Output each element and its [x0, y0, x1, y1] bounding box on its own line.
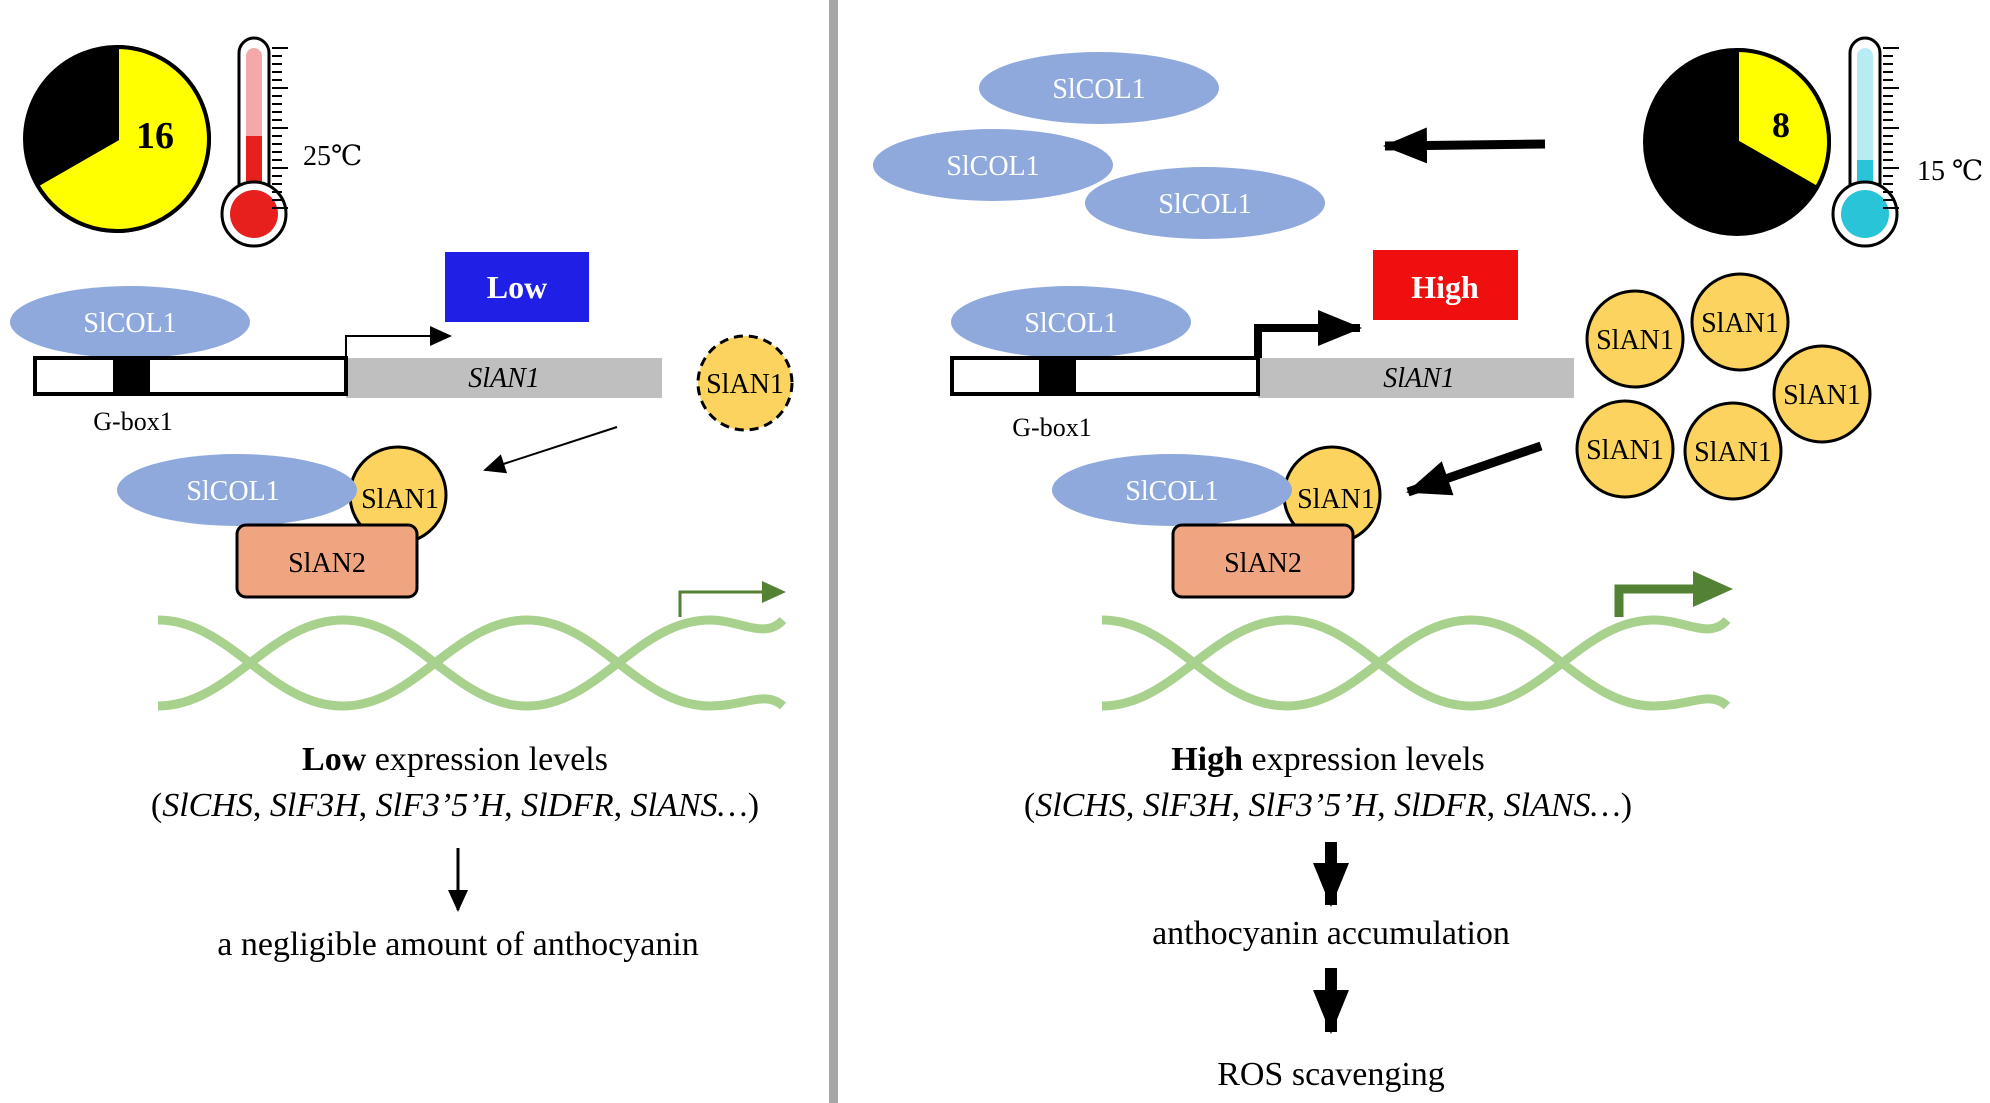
- right-col1-arrow: [1383, 127, 1546, 164]
- panel-divider: [829, 0, 838, 1103]
- an1-label: SlAN1: [1701, 308, 1779, 339]
- left-expr-bold: Low: [302, 741, 367, 778]
- left-gene-2: SlF3’5’H: [376, 787, 507, 824]
- left-level-badge-box: [445, 252, 589, 322]
- left-gene-label: SlAN1: [468, 363, 540, 394]
- right-col1-free-1-label: SlCOL1: [1052, 74, 1145, 105]
- left-photoperiod-hours: 16: [136, 115, 174, 157]
- an1-circle: [1585, 289, 1685, 389]
- left-gbox-element: [113, 360, 150, 393]
- right-gene-list: (SlCHS, SlF3H, SlF3’5’H, SlDFR, SlANS…): [1024, 787, 1632, 824]
- right-dna-helix: [1101, 615, 1731, 711]
- left-thermometer: 25℃: [220, 36, 362, 248]
- left-temperature: 25℃: [303, 141, 362, 172]
- right-outcome-1: anthocyanin accumulation: [1152, 915, 1510, 952]
- right-temperature: 15 ℃: [1917, 156, 1983, 187]
- right-outcome-2: ROS scavenging: [1217, 1056, 1445, 1093]
- right-gene-2: SlF3’5’H: [1249, 787, 1380, 824]
- left-gene-list: (SlCHS, SlF3H, SlF3’5’H, SlDFR, SlANS…): [151, 787, 759, 824]
- right-gene-3: SlDFR: [1394, 787, 1487, 824]
- left-an2-box: [235, 523, 419, 599]
- left-complex-col1: [117, 454, 357, 526]
- left-gene-4: SlANS: [631, 787, 718, 824]
- right-thermometer: 15 ℃: [1831, 36, 1983, 248]
- right-col1-promoter-label: SlCOL1: [1024, 308, 1117, 339]
- left-free-an1: [696, 334, 794, 432]
- left-gbox-label: G-box1: [93, 407, 172, 436]
- left-col1-promoter: [10, 286, 250, 358]
- right-gene-4: SlANS: [1504, 787, 1591, 824]
- left-gene-3: SlDFR: [521, 787, 614, 824]
- right-expr-rest: expression levels: [1243, 741, 1485, 778]
- left-gene-1: SlF3H: [270, 787, 361, 824]
- left-gene-0: SlCHS: [162, 787, 253, 824]
- left-photoperiod-clock: 16: [23, 44, 211, 233]
- an1-circle: [1575, 399, 1675, 499]
- right-an2-box: [1171, 523, 1355, 599]
- right-gene-bar: [1258, 358, 1574, 398]
- left-promoter-box: [33, 356, 348, 396]
- right-thermometer-bulb: [1841, 190, 1889, 238]
- right-col1-free-1: [979, 52, 1219, 124]
- an1-circle: [1690, 272, 1790, 372]
- an1-label: SlAN1: [1783, 380, 1861, 411]
- right-expr-bold: High: [1171, 741, 1243, 778]
- right-photoperiod-clock: 8: [1643, 47, 1831, 236]
- an1-label: SlAN1: [1596, 325, 1674, 356]
- left-binding-arrow: [483, 426, 618, 474]
- left-tss-arrow: [345, 326, 452, 358]
- left-expr-rest: expression levels: [366, 741, 608, 778]
- right-level-badge-box: [1373, 250, 1518, 320]
- right-complex-an1-label: SlAN1: [1297, 484, 1375, 515]
- right-dna-tss-arrow: [1614, 584, 1696, 617]
- right-an1-cluster: SlAN1 SlAN1 SlAN1 SlAN1 SlAN1: [1575, 272, 1872, 501]
- right-col1-free-2: [873, 129, 1113, 201]
- right-gene-0: SlCHS: [1035, 787, 1126, 824]
- left-outcome: a negligible amount of anthocyanin: [217, 926, 699, 963]
- left-gene-bar: [346, 358, 662, 398]
- right-an2-label: SlAN2: [1224, 548, 1302, 579]
- right-gbox-label: G-box1: [1012, 413, 1091, 442]
- right-tss-arrow: [1254, 310, 1362, 358]
- left-complex-an1-label: SlAN1: [361, 484, 439, 515]
- left-dna-tss-arrow: [678, 590, 765, 617]
- an1-label: SlAN1: [1586, 435, 1664, 466]
- right-promoter-box: [950, 356, 1260, 396]
- right-col1-free-3: [1085, 167, 1325, 239]
- right-panel: SlCOL1 SlCOL1 SlCOL1 8 15 ℃ High SlCOL1: [873, 36, 1983, 1093]
- an1-circle: [1772, 344, 1872, 444]
- right-expression-line: High expression levels: [1171, 741, 1485, 778]
- right-complex-col1-label: SlCOL1: [1125, 476, 1218, 507]
- right-col1-free-3-label: SlCOL1: [1158, 189, 1251, 220]
- left-free-an1-label: SlAN1: [706, 369, 784, 400]
- left-an2-label: SlAN2: [288, 548, 366, 579]
- left-expression-line: Low expression levels: [302, 741, 608, 778]
- right-col1-promoter: [951, 286, 1191, 358]
- left-col1-label: SlCOL1: [83, 308, 176, 339]
- left-panel: 16 25℃ Low SlCOL1 SlAN1 G-box1 SlAN1: [10, 36, 794, 963]
- right-level-badge: High: [1411, 269, 1479, 305]
- clock-day-sector: [1735, 47, 1831, 191]
- an1-circle: [1683, 401, 1783, 501]
- an1-label: SlAN1: [1694, 437, 1772, 468]
- left-complex-col1-label: SlCOL1: [186, 476, 279, 507]
- right-col1-free-2-label: SlCOL1: [946, 151, 1039, 182]
- left-dna-helix: [157, 615, 787, 711]
- right-gene-1: SlF3H: [1143, 787, 1234, 824]
- left-thermometer-bulb: [230, 190, 278, 238]
- right-gene-label: SlAN1: [1383, 363, 1455, 394]
- right-binding-arrow: [1406, 441, 1543, 497]
- right-complex-col1: [1052, 454, 1292, 526]
- right-photoperiod-hours: 8: [1772, 105, 1790, 145]
- left-level-badge: Low: [487, 269, 547, 305]
- clock-day-sector: [34, 44, 211, 233]
- right-gbox-element: [1039, 360, 1076, 393]
